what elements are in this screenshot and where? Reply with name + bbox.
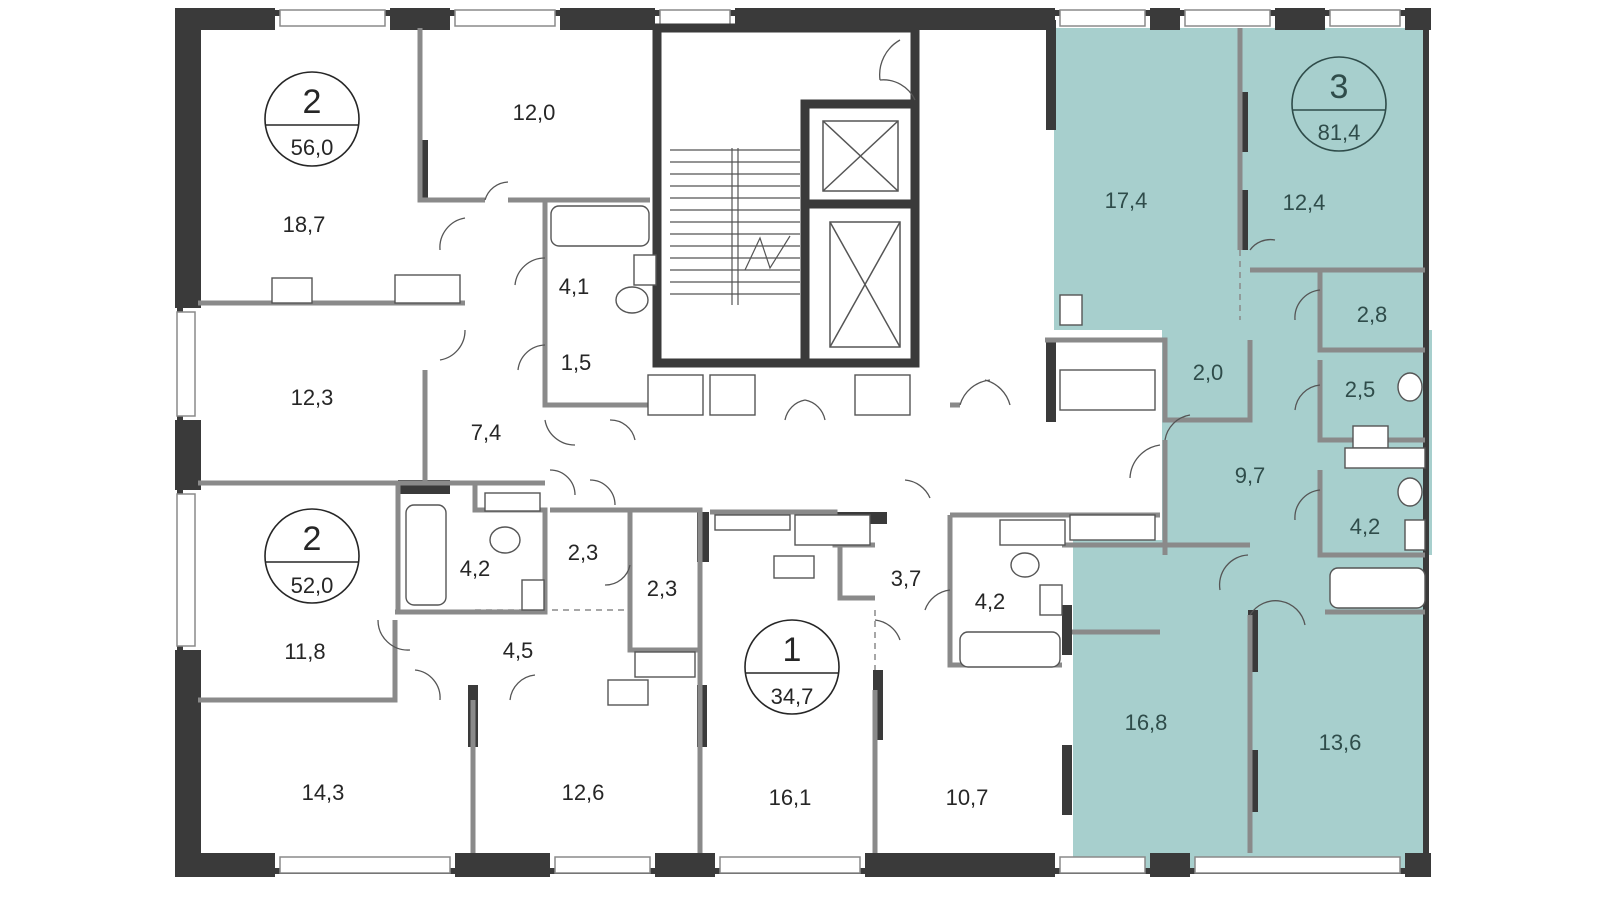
unit-badge-circle	[264, 508, 360, 604]
room-area-label: 12,6	[562, 780, 605, 805]
room-area-label: 3,7	[891, 566, 922, 591]
unit-rooms: 1	[783, 631, 802, 669]
room-area-label: 11,8	[284, 639, 325, 664]
room-area-label: 12,0	[513, 100, 556, 125]
room-area-label: 12,3	[291, 385, 334, 410]
unit-badge-circle	[1291, 56, 1387, 152]
stairs	[670, 148, 800, 305]
building-core	[652, 23, 920, 368]
unit-marker-4[interactable]: 3 81,4	[1291, 56, 1387, 152]
unit-marker-1[interactable]: 2 56,0	[264, 71, 360, 167]
room-area-label: 2,3	[568, 540, 599, 565]
room-area-label: 2,8	[1357, 302, 1388, 327]
room-area-label: 2,5	[1345, 377, 1376, 402]
unit-rooms: 2	[303, 520, 322, 558]
room-area-label: 4,5	[503, 638, 534, 663]
room-area-label: 9,7	[1235, 463, 1266, 488]
room-area-label: 17,4	[1105, 188, 1148, 213]
room-area-label: 2,3	[647, 576, 678, 601]
room-area-label: 13,6	[1319, 730, 1362, 755]
room-area-label: 12,4	[1283, 190, 1326, 215]
unit-area: 52,0	[291, 573, 334, 598]
door-swings	[377, 39, 1321, 701]
unit-marker-2[interactable]: 2 52,0	[264, 508, 360, 604]
room-area-label: 4,2	[460, 556, 491, 581]
room-area-label: 18,7	[283, 212, 326, 237]
zone-separators	[475, 250, 1241, 670]
unit-area: 56,0	[291, 135, 334, 160]
unit-rooms: 3	[1330, 68, 1349, 106]
unit-marker-3[interactable]: 1 34,7	[744, 619, 840, 715]
room-area-label: 16,1	[769, 785, 812, 810]
room-area-label: 16,8	[1125, 710, 1168, 735]
unit-rooms: 2	[303, 83, 322, 121]
room-area-label: 14,3	[302, 780, 345, 805]
room-area-label: 10,7	[946, 785, 989, 810]
exterior-wall-piers	[175, 8, 1431, 877]
unit-badge-circle	[264, 71, 360, 167]
room-area-label: 1,5	[561, 350, 592, 375]
windows	[176, 9, 1401, 874]
room-area-label: 7,4	[471, 420, 502, 445]
unit-area: 34,7	[771, 684, 814, 709]
unit-badge-circle	[744, 619, 840, 715]
room-area-label: 4,2	[975, 589, 1006, 614]
room-area-label: 2,0	[1193, 360, 1224, 385]
room-labels: 18,7 12,0 4,1 1,5 12,3 7,4 11,8 4,2 2,3 …	[283, 100, 1388, 810]
unit-area: 81,4	[1318, 120, 1361, 145]
fixtures	[271, 205, 1426, 706]
room-area-label: 4,1	[559, 274, 590, 299]
room-area-label: 4,2	[1350, 514, 1381, 539]
